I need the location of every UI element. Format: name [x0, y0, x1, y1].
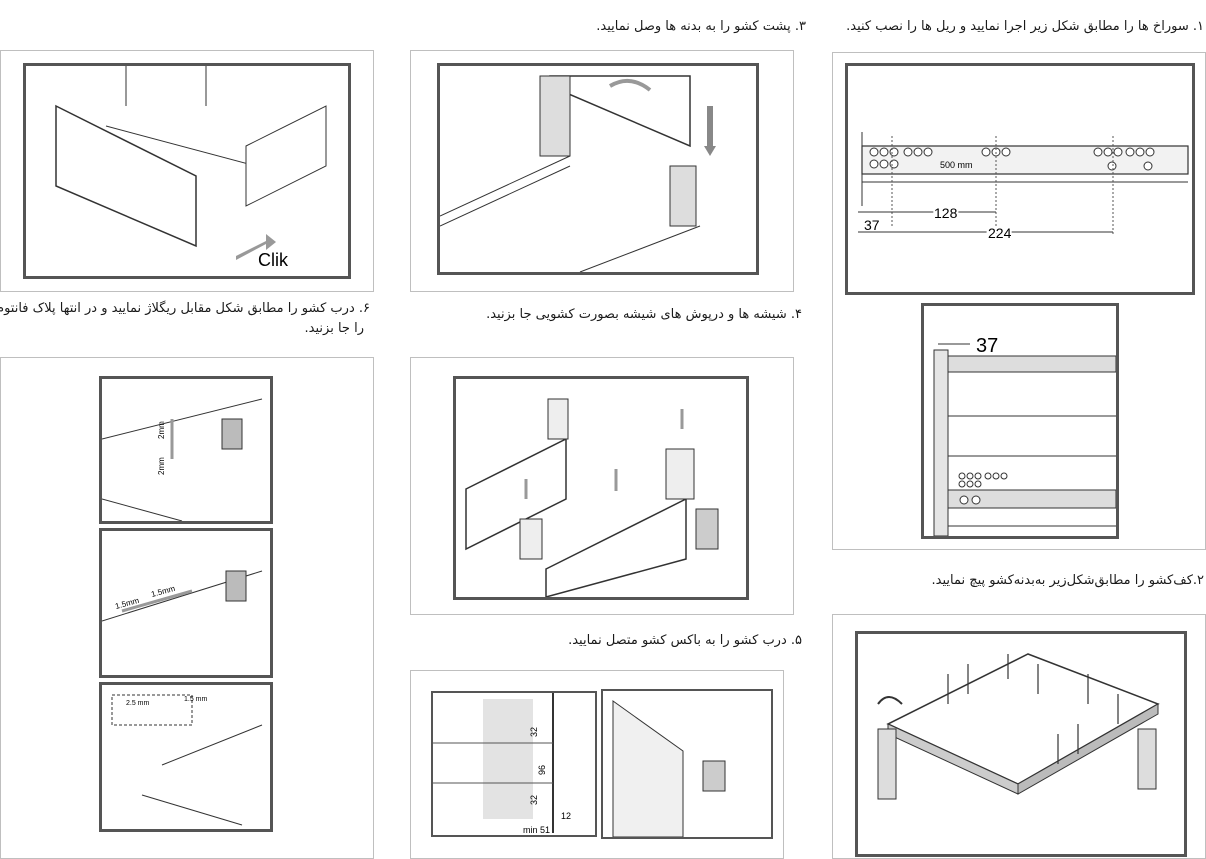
dim-min51: min 51: [523, 825, 550, 835]
adj-2mm-up: 2mm: [157, 421, 166, 439]
step-6-adjust-panel: 2mm 2mm 1.5mm 1.5mm 2.5 mm 1.5 mm: [0, 357, 374, 859]
adj-15mm-tilt: 1.5 mm: [184, 696, 208, 703]
rail-length-label: 500 mm: [940, 160, 973, 170]
front-mount-clip-diagram: [601, 689, 773, 839]
push-arrow-icon: [236, 234, 276, 260]
step-4-caption: ۴. شیشه ها و درپوش های شیشه بصورت کشویی …: [486, 307, 802, 322]
adj-25mm: 2.5 mm: [126, 700, 150, 707]
rotate-arrow-icon: [877, 696, 903, 705]
side-adjust-drawing: 1.5mm 1.5mm: [101, 570, 263, 622]
dim-96: 96: [537, 765, 547, 775]
front-mount-dimension-diagram: 32 96 32 12 min 51: [431, 691, 597, 837]
step-2-panel: [832, 614, 1206, 859]
drawer-front-drawing: Clik: [55, 66, 327, 270]
rail-setback-diagram: 37: [921, 303, 1119, 539]
dim-224: 224: [988, 225, 1012, 241]
step-5-caption: ۵. درب کشو را به باکس کشو متصل نمایید.: [568, 633, 802, 648]
adj-2mm-down: 2mm: [157, 457, 166, 475]
step-1-panel: 500 mm 37 128 224 37: [832, 52, 1206, 550]
front-mount-drawing: 32 96 32 12 min 51: [433, 693, 571, 835]
setback-37: 37: [976, 335, 998, 357]
dim-128: 128: [934, 205, 958, 221]
height-adjust-drawing: 2mm 2mm: [101, 398, 263, 522]
step-3-panel: [410, 50, 794, 292]
front-clip-drawing: [612, 700, 726, 838]
drawer-bottom-screw-diagram: [855, 631, 1187, 857]
back-panel-diagram: [437, 63, 759, 275]
back-panel-drawing: [439, 75, 716, 273]
glass-slide-drawing: [465, 398, 719, 598]
rail-drill-drawing: 500 mm 37 128 224: [858, 132, 1189, 243]
step-3-caption: ۳. پشت کشو را به بدنه ها وصل نمایید.: [596, 19, 806, 34]
rail-setback-drawing: 37: [933, 335, 1117, 537]
curved-arrow-icon: [608, 78, 652, 92]
dim-37: 37: [864, 217, 880, 233]
dim-32-bottom: 32: [529, 795, 539, 805]
step-2-caption: ۲.کف‌کشو را مطابق‌شکل‌زیر به‌بدنه‌کشو پی…: [931, 573, 1205, 588]
bottom-screw-drawing: [877, 653, 1160, 800]
step-4-panel: [410, 357, 794, 615]
step-5-panel: 32 96 32 12 min 51: [410, 670, 784, 859]
clik-label: Clik: [258, 250, 289, 270]
step-6-caption-line2: را جا بزنید.: [304, 321, 364, 336]
side-adjust-diagram: 1.5mm 1.5mm: [99, 528, 273, 678]
dim-32-top: 32: [529, 727, 539, 737]
step-1-caption: ۱. سوراخ ها را مطابق شکل زیر اجرا نمایید…: [846, 19, 1204, 34]
step-6-caption-line1: ۶. درب کشو را مطابق شکل مقابل ریگلاژ نما…: [0, 301, 370, 316]
tilt-adjust-drawing: 2.5 mm 1.5 mm: [111, 694, 263, 826]
glass-slide-diagram: [453, 376, 749, 600]
drawer-front-click-diagram: Clik: [23, 63, 351, 279]
height-adjust-diagram: 2mm 2mm: [99, 376, 273, 524]
dim-12: 12: [561, 811, 571, 821]
rail-drill-diagram: 500 mm 37 128 224: [845, 63, 1195, 295]
step-6-front-panel: Clik: [0, 50, 374, 292]
tilt-adjust-diagram: 2.5 mm 1.5 mm: [99, 682, 273, 832]
